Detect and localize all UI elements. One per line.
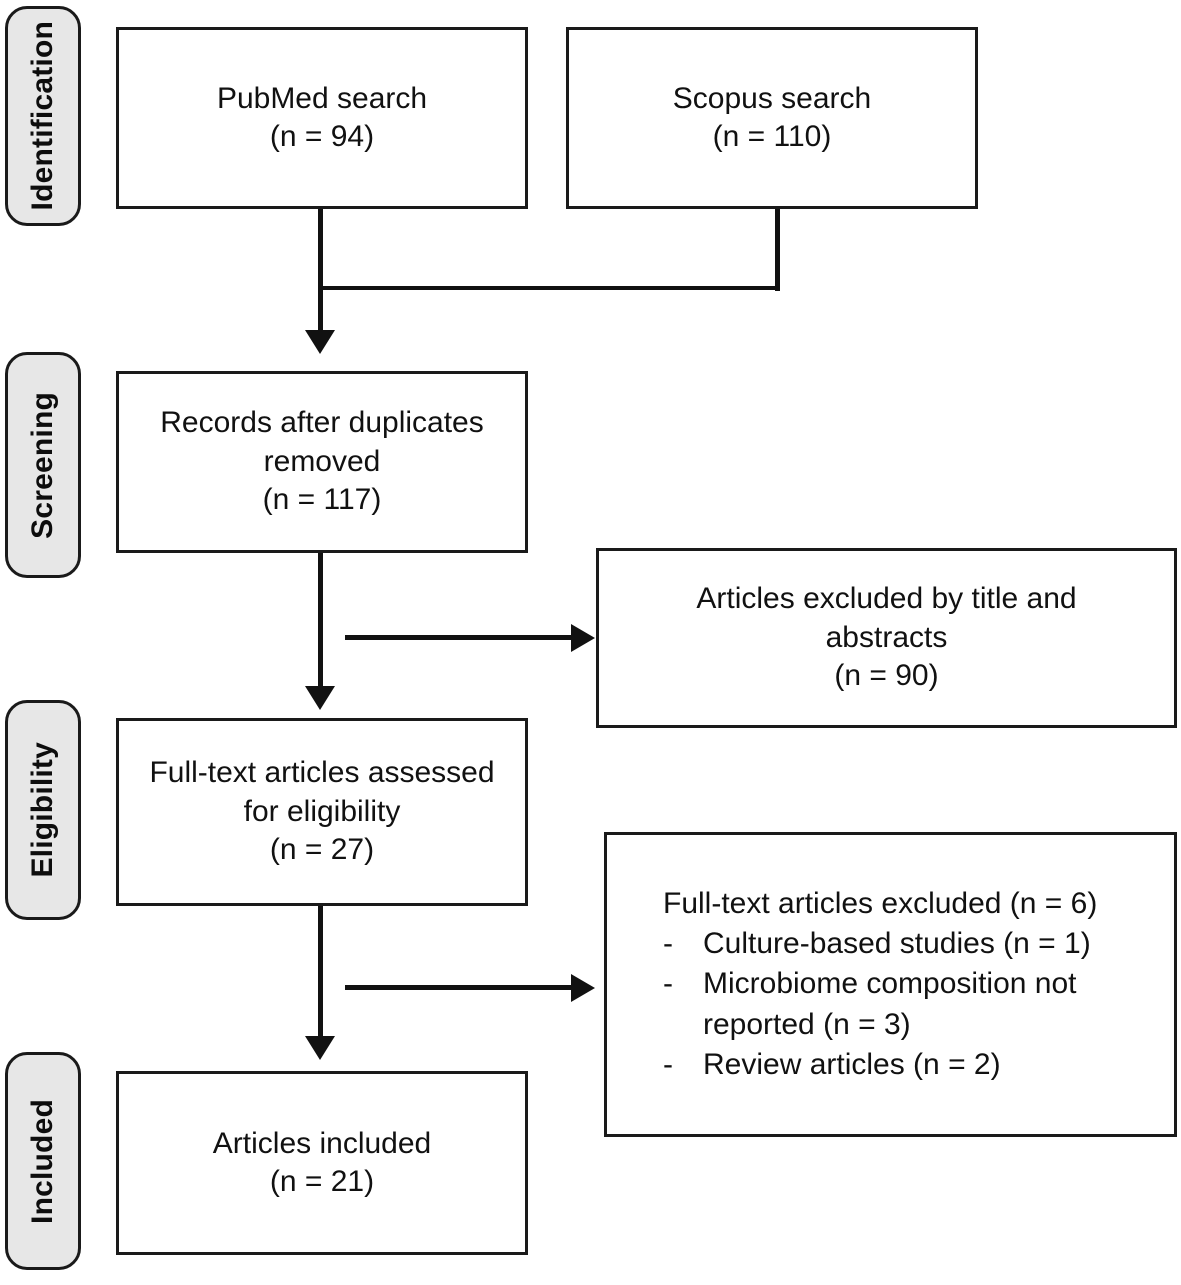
stage-tab-screening: Screening [5, 352, 81, 578]
connector-pubmed-stub [318, 209, 323, 291]
connector-screening-to-excluded [345, 635, 573, 640]
arrow-eligibility-to-excluded-icon [571, 974, 595, 1002]
bullet-dash-icon: - [663, 967, 673, 1001]
box-scopus-search-text: Scopus search (n = 110) [672, 81, 872, 153]
box-excluded-title-abstract-text: Articles excluded by title and abstracts… [696, 582, 1077, 693]
arrow-eligibility-to-included-icon [305, 1036, 335, 1060]
connector-merge-bar [318, 286, 780, 290]
stage-tab-identification: Identification [5, 6, 81, 226]
arrow-merge-to-screening-icon [305, 330, 335, 354]
stage-tab-identification-label: Identification [26, 21, 59, 211]
box-fulltext-assessed-text: Full-text articles assessed for eligibil… [149, 756, 495, 867]
box-pubmed-search-text: PubMed search (n = 94) [216, 81, 428, 153]
box-articles-included-text: Articles included (n = 21) [212, 1126, 432, 1198]
connector-eligibility-to-included [318, 906, 323, 1038]
fulltext-excluded-reason-3: - Review articles (n = 2) [663, 1045, 1160, 1085]
connector-screening-to-eligibility [318, 553, 323, 688]
connector-scopus-stub [775, 209, 780, 291]
bullet-dash-icon: - [663, 1047, 673, 1081]
fulltext-excluded-reason-1-text: Culture-based studies (n = 1) [703, 927, 1091, 961]
stage-tab-screening-label: Screening [26, 391, 59, 539]
stage-tab-included: Included [5, 1052, 81, 1270]
connector-eligibility-to-excluded [345, 985, 573, 990]
box-articles-included: Articles included (n = 21) [116, 1071, 528, 1255]
fulltext-excluded-reason-3-text: Review articles (n = 2) [703, 1047, 1001, 1081]
box-records-after-duplicates: Records after duplicates removed (n = 11… [116, 371, 528, 553]
stage-tab-included-label: Included [26, 1098, 59, 1224]
box-records-after-duplicates-text: Records after duplicates removed (n = 11… [160, 406, 484, 517]
box-excluded-title-abstract: Articles excluded by title and abstracts… [596, 548, 1177, 728]
box-pubmed-search: PubMed search (n = 94) [116, 27, 528, 209]
arrow-screening-to-eligibility-icon [305, 686, 335, 710]
box-scopus-search: Scopus search (n = 110) [566, 27, 978, 209]
stage-tab-eligibility: Eligibility [5, 700, 81, 920]
fulltext-excluded-reason-2: - Microbiome composition not reported (n… [663, 964, 1160, 1044]
stage-tab-eligibility-label: Eligibility [26, 742, 59, 878]
fulltext-excluded-reason-1: - Culture-based studies (n = 1) [663, 924, 1160, 964]
connector-merge-to-screening [318, 286, 323, 333]
box-fulltext-assessed: Full-text articles assessed for eligibil… [116, 718, 528, 906]
fulltext-excluded-list: Full-text articles excluded (n = 6) - Cu… [663, 884, 1160, 1085]
bullet-dash-icon: - [663, 927, 673, 961]
box-fulltext-excluded: Full-text articles excluded (n = 6) - Cu… [604, 832, 1177, 1137]
arrow-screening-to-excluded-icon [571, 624, 595, 652]
fulltext-excluded-reason-2-text: Microbiome composition not reported (n =… [703, 967, 1077, 1041]
fulltext-excluded-heading: Full-text articles excluded (n = 6) [663, 887, 1098, 921]
